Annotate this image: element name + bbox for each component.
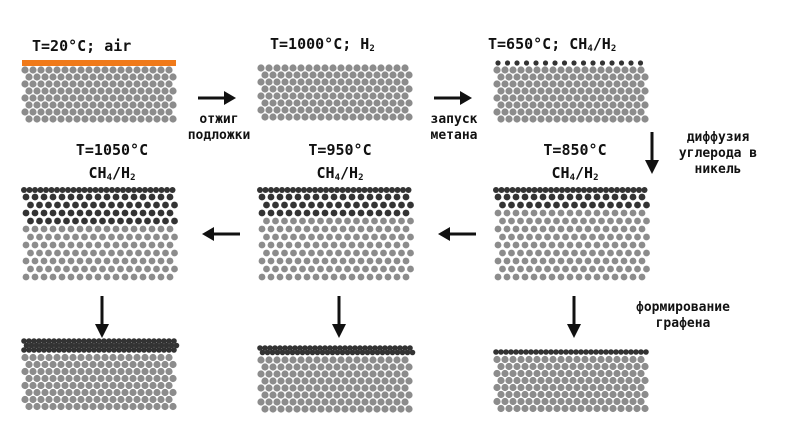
stage5-gas: CH4/H2 (316, 164, 364, 184)
arrow-left-2-icon (202, 227, 240, 241)
lattice-1050 (21, 187, 178, 281)
lattice-850-final (493, 349, 649, 413)
stage6-gas: CH4/H2 (88, 164, 136, 184)
diffusion-note: диффузия углерода в никель (678, 130, 758, 177)
lattice-950 (257, 187, 414, 281)
stage3-label: T=650°C; CH4/H2 (488, 35, 617, 55)
graphene-note: формирование графена (636, 300, 730, 331)
stage5-label: T=950°C CH4/H2 (270, 142, 410, 187)
lattice-air (21, 60, 177, 123)
methane-note: запуск метана (430, 112, 478, 143)
arrow-down-3-icon (567, 296, 581, 338)
lattice-annealed (257, 64, 413, 121)
stage6-label: T=1050°C CH4/H2 (42, 142, 182, 187)
lattice-950-final (257, 345, 416, 413)
arrow-right-2-icon (434, 91, 472, 105)
arrow-right-1-icon (198, 91, 236, 105)
stage2-label: T=1000°C; H2 (270, 35, 375, 55)
arrow-down-1-icon (95, 296, 109, 338)
stage4-label: T=850°C CH4/H2 (505, 142, 645, 187)
lattice-850 (493, 187, 650, 281)
arrow-down-diffusion-icon (645, 132, 659, 174)
lattice-1050-final (21, 338, 180, 411)
lattice-methane (493, 60, 649, 123)
stage4-gas: CH4/H2 (551, 164, 599, 184)
arrow-left-1-icon (438, 227, 476, 241)
annealing-note: отжиг подложки (187, 112, 251, 143)
stage1-label: T=20°C; air (32, 37, 132, 55)
oxide-layer (22, 60, 176, 66)
arrow-down-2-icon (332, 296, 346, 338)
